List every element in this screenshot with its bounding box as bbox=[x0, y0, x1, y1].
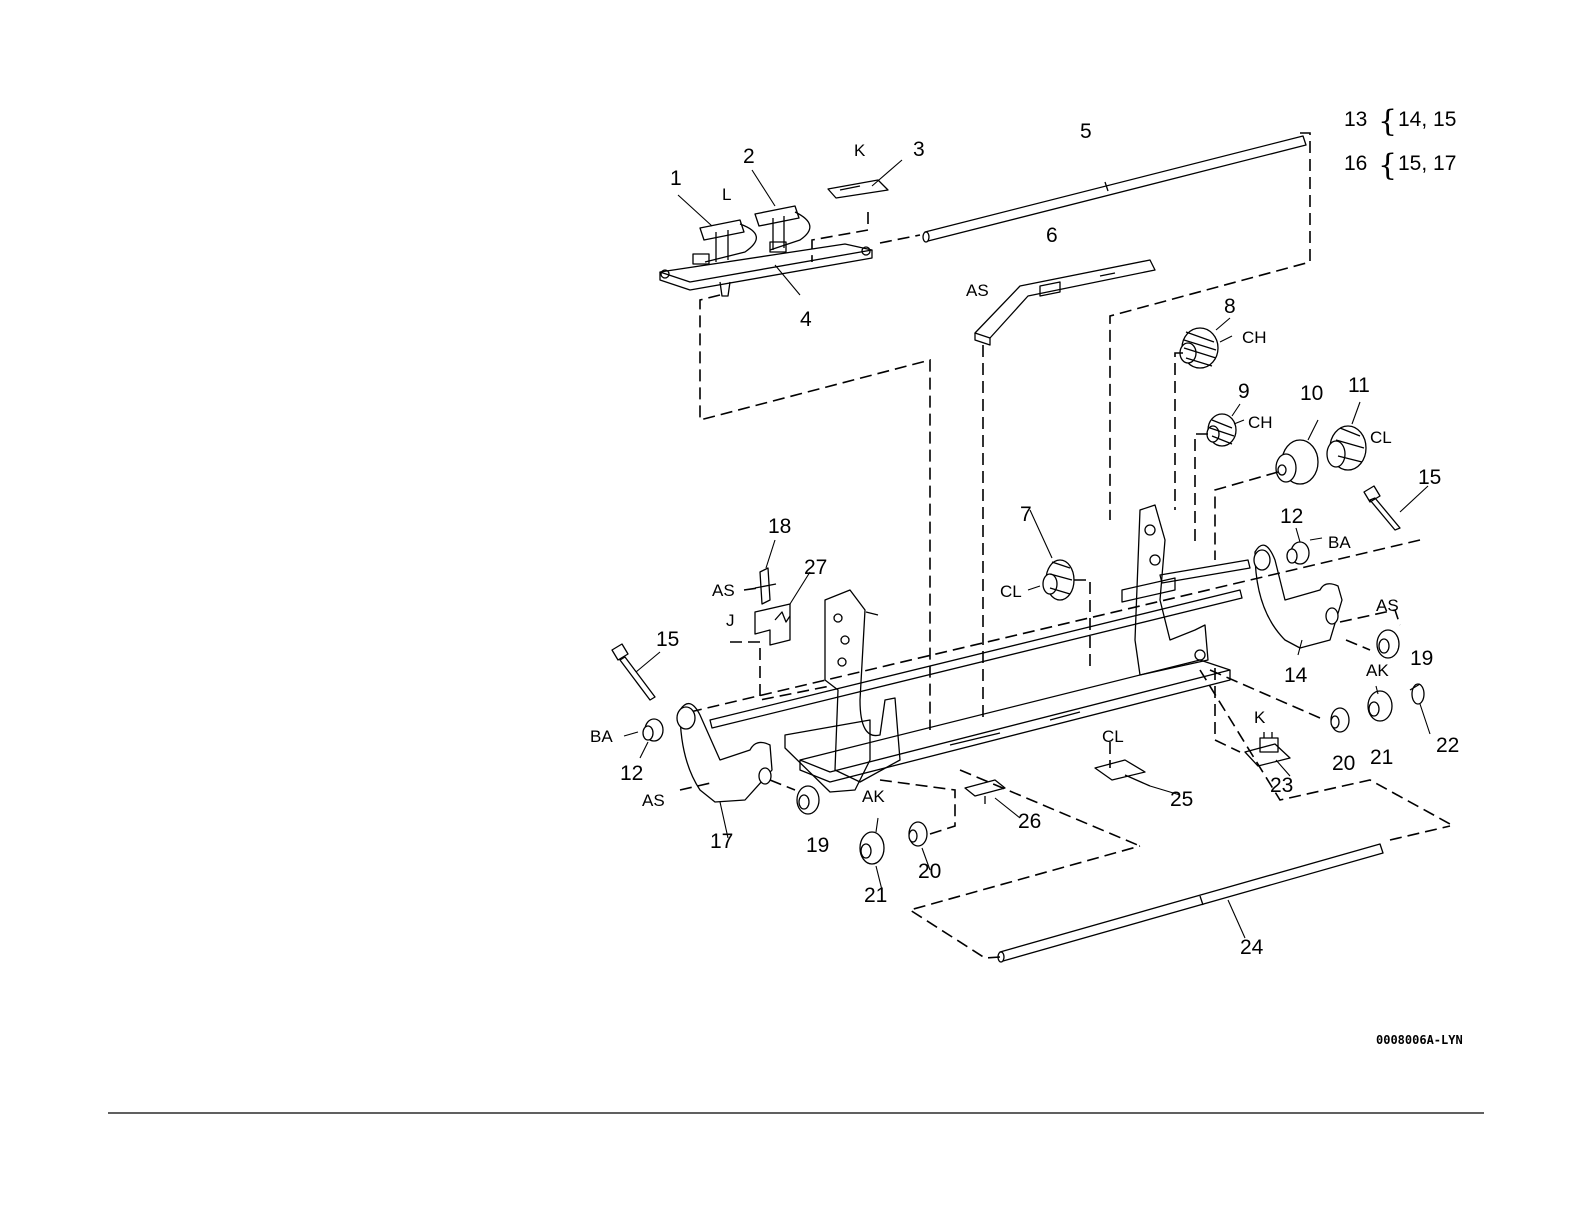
callout-14: 14 bbox=[1284, 664, 1308, 687]
gear-part-9 bbox=[1207, 414, 1236, 446]
tag-AS-guide: AS bbox=[966, 281, 989, 300]
callout-19-right: 19 bbox=[1410, 647, 1433, 670]
bushing-part-12-right bbox=[1287, 542, 1309, 564]
spacer-part-20-right bbox=[1331, 708, 1349, 732]
svg-text:{: { bbox=[1378, 104, 1397, 139]
callout-12-left: 12 bbox=[620, 762, 643, 785]
callout-5: 5 bbox=[1080, 120, 1092, 143]
gear-part-7 bbox=[1043, 560, 1074, 600]
callout-8: 8 bbox=[1224, 295, 1236, 318]
tag-BA-right: BA bbox=[1328, 533, 1351, 552]
callout-23: 23 bbox=[1270, 774, 1293, 797]
clip-part-22 bbox=[1410, 684, 1424, 704]
gear-part-8 bbox=[1180, 328, 1218, 368]
callout-2: 2 bbox=[743, 145, 755, 168]
tag-K-switch: K bbox=[1254, 708, 1266, 727]
parts-note-13: 13 { 14, 15 bbox=[1344, 104, 1456, 139]
tag-AS-left: AS bbox=[642, 791, 665, 810]
callout-9: 9 bbox=[1238, 380, 1250, 403]
callout-20-right: 20 bbox=[1332, 752, 1355, 775]
tag-CL-11: CL bbox=[1370, 428, 1392, 447]
callout-22: 22 bbox=[1436, 734, 1459, 757]
roller-part-19-right bbox=[1377, 630, 1399, 658]
shaft-part-24 bbox=[998, 844, 1383, 962]
svg-text:14, 15: 14, 15 bbox=[1398, 108, 1456, 131]
bearing-part-21-right bbox=[1368, 691, 1392, 721]
callout-19-left: 19 bbox=[806, 834, 829, 857]
callout-4: 4 bbox=[800, 308, 812, 331]
drawing-code: 0008006A-LYN bbox=[1376, 1033, 1463, 1047]
actuator-part-26 bbox=[965, 780, 1005, 804]
roller-part-19-left bbox=[797, 786, 819, 814]
callout-15-left: 15 bbox=[656, 628, 679, 651]
callout-24: 24 bbox=[1240, 936, 1264, 959]
callout-7: 7 bbox=[1020, 503, 1032, 526]
callout-21-left: 21 bbox=[864, 884, 887, 907]
screw-part-15-left bbox=[612, 644, 655, 700]
callout-10: 10 bbox=[1300, 382, 1323, 405]
tag-AS-18: AS bbox=[712, 581, 735, 600]
tag-J: J bbox=[726, 611, 735, 630]
svg-text:15, 17: 15, 17 bbox=[1398, 152, 1456, 175]
callout-17: 17 bbox=[710, 830, 733, 853]
screw-part-15-right bbox=[1364, 486, 1400, 530]
bracket-part-27 bbox=[755, 604, 790, 645]
shaft-part-5 bbox=[923, 136, 1306, 242]
tag-L: L bbox=[722, 185, 731, 204]
tag-CL-7: CL bbox=[1000, 582, 1022, 601]
callout-15-right: 15 bbox=[1418, 466, 1441, 489]
callout-25: 25 bbox=[1170, 788, 1193, 811]
spacer-part-20-left bbox=[909, 822, 927, 846]
sensor-part-1 bbox=[678, 195, 756, 264]
callout-27: 27 bbox=[804, 556, 827, 579]
guide-part-6 bbox=[975, 260, 1155, 345]
callout-3: 3 bbox=[913, 138, 925, 161]
tag-CH-9: CH bbox=[1248, 413, 1273, 432]
tag-AS-right: AS bbox=[1376, 596, 1399, 615]
tag-AK-right: AK bbox=[1366, 661, 1389, 680]
callout-20-left: 20 bbox=[918, 860, 941, 883]
callout-21-right: 21 bbox=[1370, 746, 1393, 769]
svg-text:13: 13 bbox=[1344, 108, 1367, 131]
svg-text:16: 16 bbox=[1344, 152, 1367, 175]
callout-11: 11 bbox=[1348, 374, 1370, 397]
gear-part-10 bbox=[1276, 440, 1318, 484]
callout-26: 26 bbox=[1018, 810, 1041, 833]
callout-6: 6 bbox=[1046, 224, 1058, 247]
bushing-part-12-left bbox=[643, 719, 663, 741]
gear-part-11 bbox=[1327, 426, 1366, 470]
tag-CL-25: CL bbox=[1102, 727, 1124, 746]
callout-12-right: 12 bbox=[1280, 505, 1303, 528]
switch-part-23 bbox=[1245, 732, 1290, 766]
callout-1: 1 bbox=[670, 167, 682, 190]
callout-18: 18 bbox=[768, 515, 791, 538]
tag-BA-left: BA bbox=[590, 727, 613, 746]
sensor-part-2 bbox=[752, 170, 810, 252]
tag-AK-left: AK bbox=[862, 787, 885, 806]
parts-note-16: 16 { 15, 17 bbox=[1344, 148, 1456, 183]
left-frame-plate bbox=[825, 590, 900, 782]
sensor-part-25 bbox=[1095, 760, 1150, 786]
bracket-part-18 bbox=[755, 568, 776, 604]
tag-K-top: K bbox=[854, 141, 866, 160]
upper-shaft bbox=[1160, 560, 1250, 583]
actuator-part-3 bbox=[828, 160, 902, 198]
svg-text:{: { bbox=[1378, 148, 1397, 183]
bearing-part-21-left bbox=[860, 832, 884, 864]
tag-CH-8: CH bbox=[1242, 328, 1267, 347]
sensor-bracket-part-4 bbox=[660, 244, 872, 296]
